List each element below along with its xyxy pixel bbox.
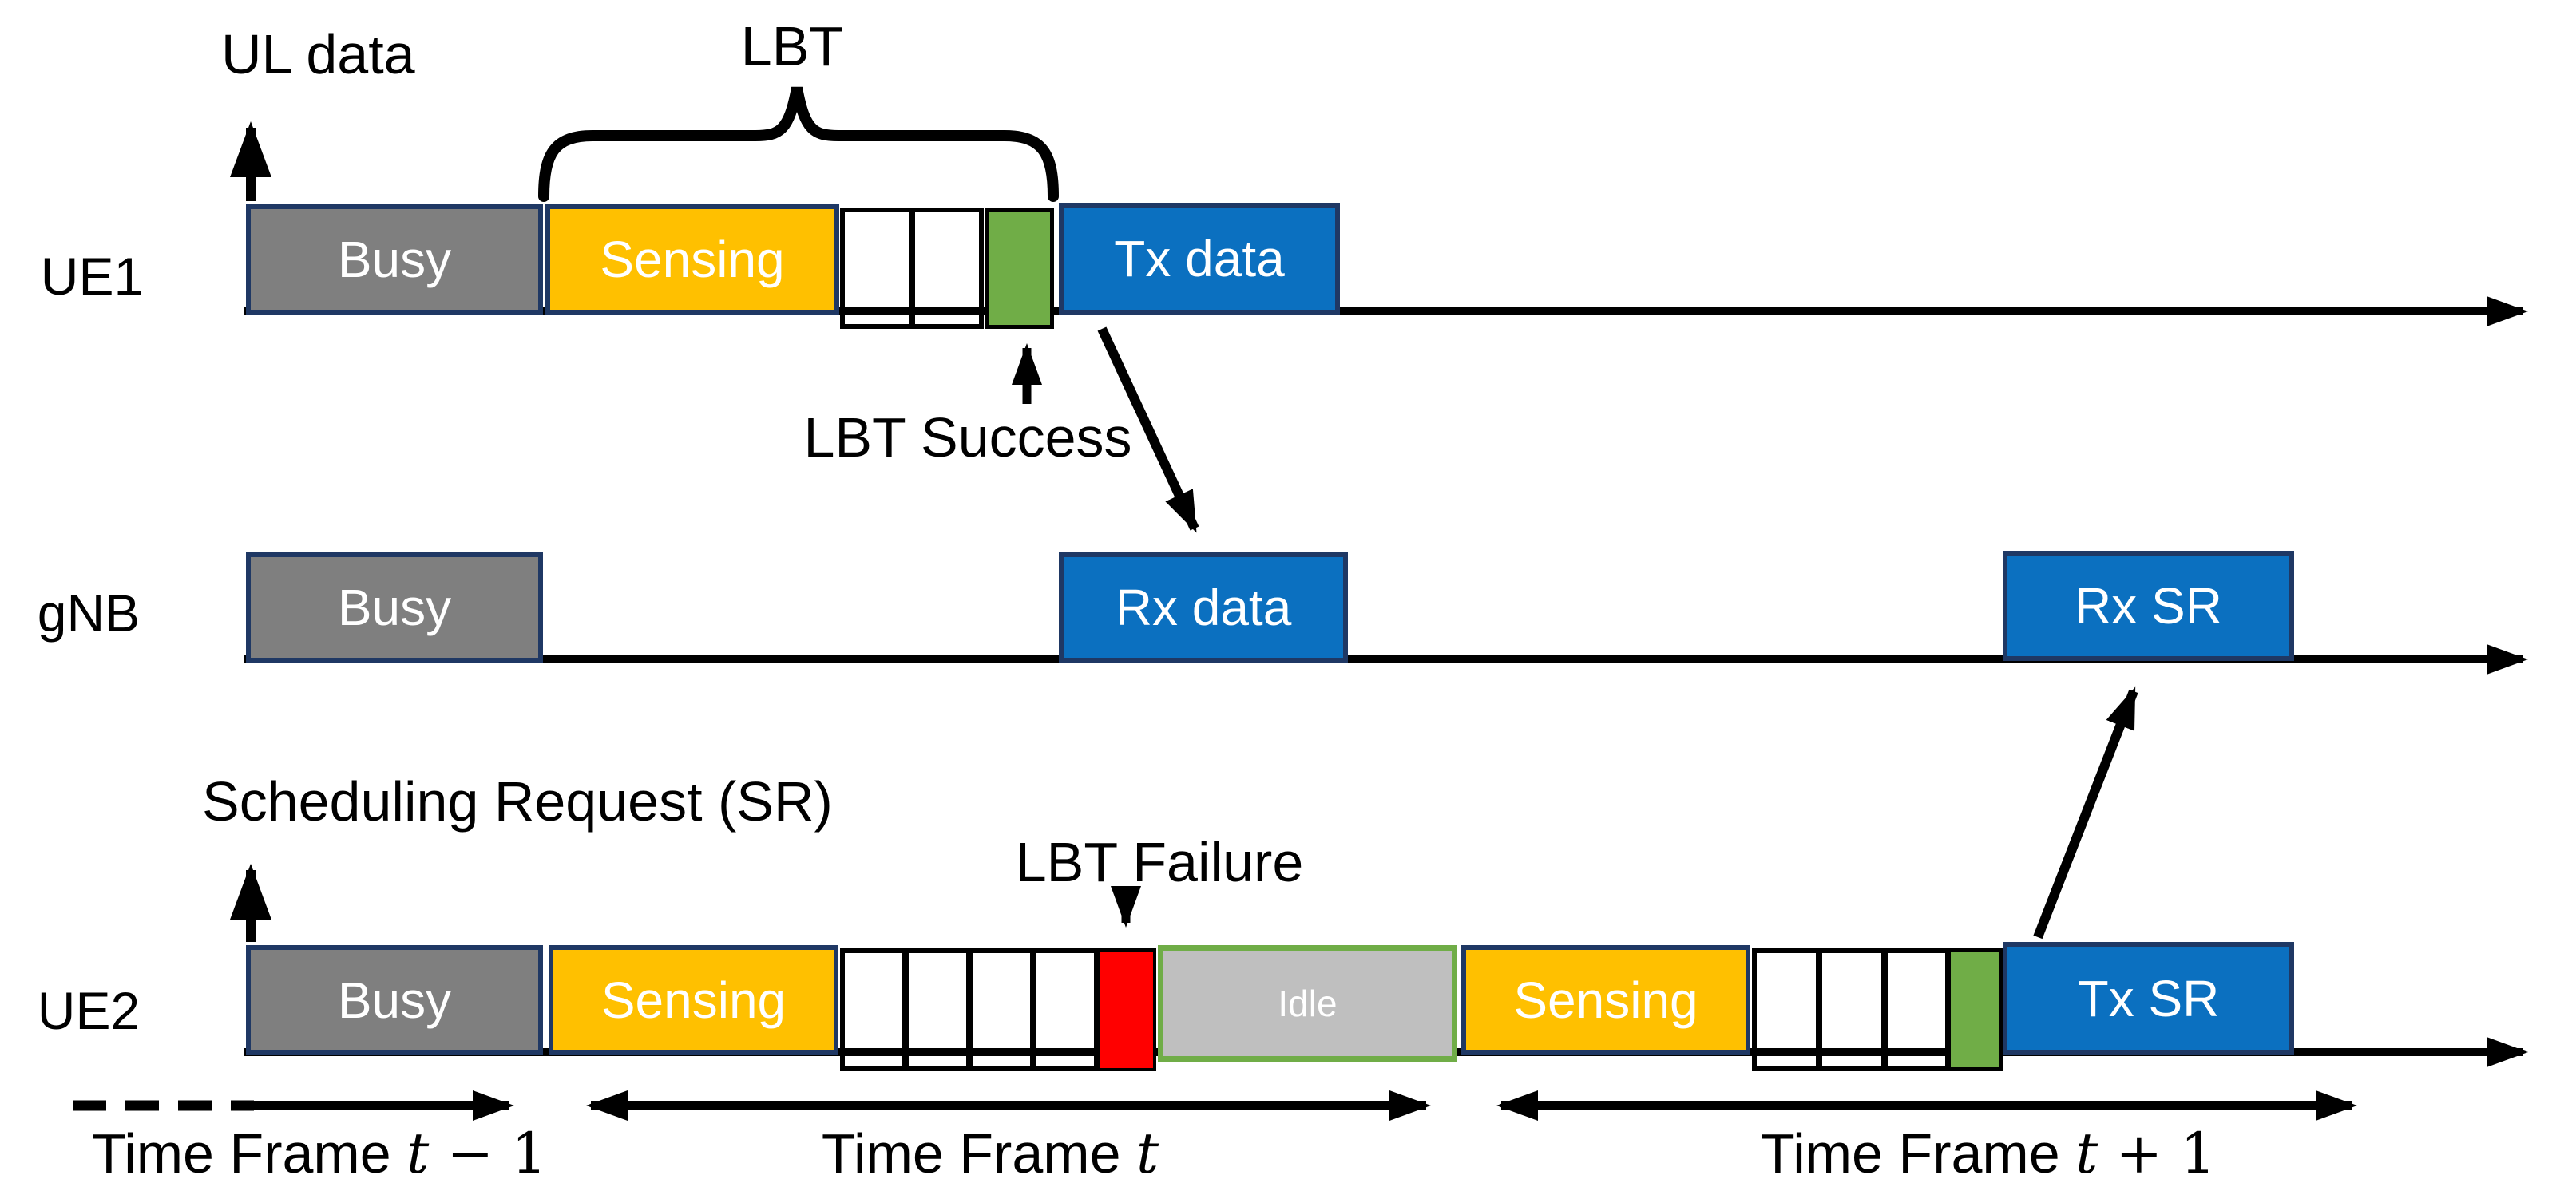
time-frame-prefix: Time Frame bbox=[92, 1122, 407, 1185]
lane-label-ue2: UE2 bbox=[37, 981, 141, 1040]
ue1-lbt-success-slot bbox=[985, 208, 1054, 329]
time-frame-suffix: − 1 bbox=[429, 1121, 547, 1186]
time-frame-prefix: Time Frame bbox=[1761, 1122, 2076, 1185]
ue1-busy-block: Busy bbox=[246, 204, 543, 315]
ue2-backoff-slot bbox=[904, 948, 971, 1071]
ue2-busy-block: Busy bbox=[246, 945, 543, 1055]
ue2-backoff-slot bbox=[968, 948, 1035, 1071]
time-frame-var: t bbox=[2075, 1121, 2098, 1186]
ue2-backoff-slot bbox=[1032, 948, 1099, 1071]
ue2-lbt-success-slot bbox=[1947, 948, 2003, 1071]
time-frame-prefix: Time Frame bbox=[821, 1122, 1136, 1185]
lbt-brace bbox=[538, 86, 1059, 202]
gnb-rx-sr-block: Rx SR bbox=[2003, 551, 2294, 661]
time-frame-suffix: + 1 bbox=[2098, 1121, 2216, 1186]
ue1-tx-data-block: Tx data bbox=[1059, 203, 1340, 315]
scheduling-request-label: Scheduling Request (SR) bbox=[202, 770, 833, 833]
time-frame-t-label: Time Frame t bbox=[822, 1121, 1159, 1186]
ue2-idle-block: Idle bbox=[1158, 945, 1457, 1062]
ue1-backoff-slot bbox=[840, 208, 913, 329]
time-frame-t-plus-1-label: Time Frame t + 1 bbox=[1761, 1121, 2216, 1186]
ue2-tx-sr-block: Tx SR bbox=[2003, 942, 2294, 1055]
gnb-busy-block: Busy bbox=[246, 552, 543, 663]
ue2-sensing-block-2: Sensing bbox=[1461, 945, 1750, 1055]
time-frame-t-1-label: Time Frame t − 1 bbox=[92, 1121, 547, 1186]
ue2-backoff-slot bbox=[1883, 948, 1950, 1071]
ul-data-label: UL data bbox=[221, 23, 415, 85]
ue2-backoff-slot bbox=[1817, 948, 1886, 1071]
ue2-lbt-failure-slot bbox=[1097, 948, 1156, 1071]
lane-label-ue1: UE1 bbox=[40, 247, 144, 306]
ue1-backoff-slot bbox=[910, 208, 984, 329]
lbt-failure-label: LBT Failure bbox=[1015, 831, 1304, 893]
gnb-rx-data-block: Rx data bbox=[1059, 552, 1348, 663]
ue1-sensing-block: Sensing bbox=[545, 204, 839, 315]
time-frame-var: t bbox=[406, 1121, 430, 1186]
lbt-label: LBT bbox=[740, 15, 844, 77]
tx-sr-to-rx-sr-arrow bbox=[2033, 686, 2138, 940]
ue2-sensing-block-1: Sensing bbox=[549, 945, 838, 1055]
ue2-backoff-slot bbox=[840, 948, 907, 1071]
ue2-backoff-slot bbox=[1752, 948, 1821, 1071]
time-frame-var: t bbox=[1135, 1121, 1159, 1186]
lbt-success-label: LBT Success bbox=[803, 406, 1132, 469]
lane-label-gnb: gNB bbox=[37, 584, 141, 643]
